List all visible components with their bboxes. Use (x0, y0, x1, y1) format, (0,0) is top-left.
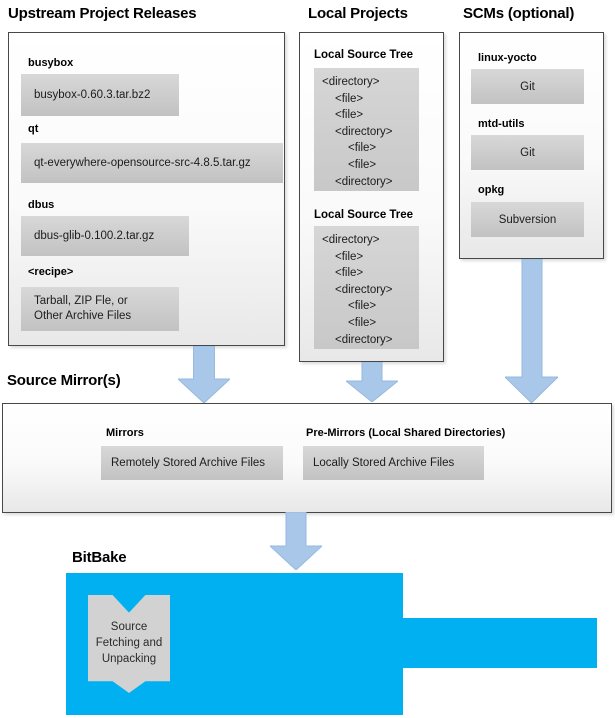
tree-line: <directory> (322, 234, 380, 246)
scm-tool-text: Git (520, 80, 535, 93)
ribbon-text-line: Source (110, 621, 148, 633)
scm-tool-box: Git (471, 135, 584, 170)
premirrors-archive-text: Locally Stored Archive Files (313, 457, 455, 469)
local-projects-heading: Local Projects (308, 5, 408, 22)
down-arrow-bitbake (270, 512, 322, 570)
tree-line: <file> (335, 109, 364, 122)
tree-line: <file> (348, 142, 377, 155)
upstream-file-box: Tarball, ZIP Fle, or Other Archive Files (21, 287, 179, 331)
upstream-box: busybox busybox-0.60.3.tar.bz2 qt qt-eve… (8, 32, 285, 346)
upstream-entry-label: dbus (28, 199, 55, 211)
scm-entry-label: linux-yocto (478, 52, 537, 64)
upstream-entry-label: <recipe> (28, 266, 74, 278)
scm-tool-box: Git (471, 69, 584, 104)
upstream-file-box: busybox-0.60.3.tar.bz2 (21, 74, 179, 116)
scm-entry-label: mtd-utils (478, 118, 525, 130)
scm-tool-box: Subversion (471, 202, 584, 237)
tree-line: <file> (335, 92, 364, 105)
premirrors-archive-box: Locally Stored Archive Files (303, 446, 484, 480)
scms-box: linux-yocto Git mtd-utils Git opkg Subve… (459, 32, 604, 259)
tree-line: <file> (348, 300, 377, 313)
ribbon-text-line: Fetching and (95, 637, 163, 649)
down-arrow-local (346, 362, 398, 402)
mirrors-label: Mirrors (106, 427, 144, 439)
scm-entry-label: opkg (478, 184, 505, 196)
bitbake-heading: BitBake (72, 549, 127, 566)
tree-line: <directory> (322, 76, 380, 88)
local-source-tree-label: Local Source Tree (314, 209, 414, 221)
source-mirrors-heading: Source Mirror(s) (7, 372, 121, 389)
tree-line: <directory> (335, 175, 393, 188)
scms-heading: SCMs (optional) (463, 5, 575, 22)
tree-line: <file> (348, 316, 377, 329)
local-projects-box: Local Source Tree <directory> <file> <fi… (299, 32, 444, 362)
premirrors-label: Pre-Mirrors (Local Shared Directories) (306, 427, 506, 439)
upstream-entry-label: busybox (28, 57, 74, 69)
down-arrow-scm (505, 259, 558, 403)
upstream-file-text: Tarball, ZIP Fle, or (34, 295, 128, 307)
source-mirrors-box: Mirrors Remotely Stored Archive Files Pr… (2, 403, 612, 513)
tree-line: <file> (335, 267, 364, 280)
upstream-entry-label: qt (28, 123, 39, 135)
mirrors-archive-box: Remotely Stored Archive Files (101, 446, 283, 480)
tree-line: <directory> (335, 125, 393, 138)
tree-line: <file> (335, 250, 364, 263)
scm-tool-text: Git (520, 146, 535, 159)
upstream-file-text: Other Archive Files (34, 310, 132, 322)
tree-line: <directory> (335, 333, 393, 346)
scm-tool-text: Subversion (498, 213, 557, 226)
bitbake-output-arm (403, 618, 597, 668)
local-source-tree-box: <directory> <file> <file> <directory> <f… (314, 68, 419, 191)
local-source-tree-label: Local Source Tree (314, 49, 414, 61)
tree-line: <file> (348, 158, 377, 171)
ribbon-text-line: Unpacking (101, 653, 157, 665)
upstream-file-text: busybox-0.60.3.tar.bz2 (34, 89, 151, 101)
upstream-heading: Upstream Project Releases (8, 5, 197, 22)
down-arrow-upstream (178, 346, 230, 403)
local-source-tree-box: <directory> <file> <file> <directory> <f… (314, 226, 419, 349)
upstream-file-text: qt-everywhere-opensource-src-4.8.5.tar.g… (34, 157, 251, 169)
mirrors-archive-text: Remotely Stored Archive Files (111, 457, 266, 469)
upstream-file-text: dbus-glib-0.100.2.tar.gz (34, 230, 155, 242)
tree-line: <directory> (335, 283, 393, 296)
upstream-file-box: dbus-glib-0.100.2.tar.gz (21, 216, 189, 256)
upstream-file-box: qt-everywhere-opensource-src-4.8.5.tar.g… (21, 143, 283, 183)
